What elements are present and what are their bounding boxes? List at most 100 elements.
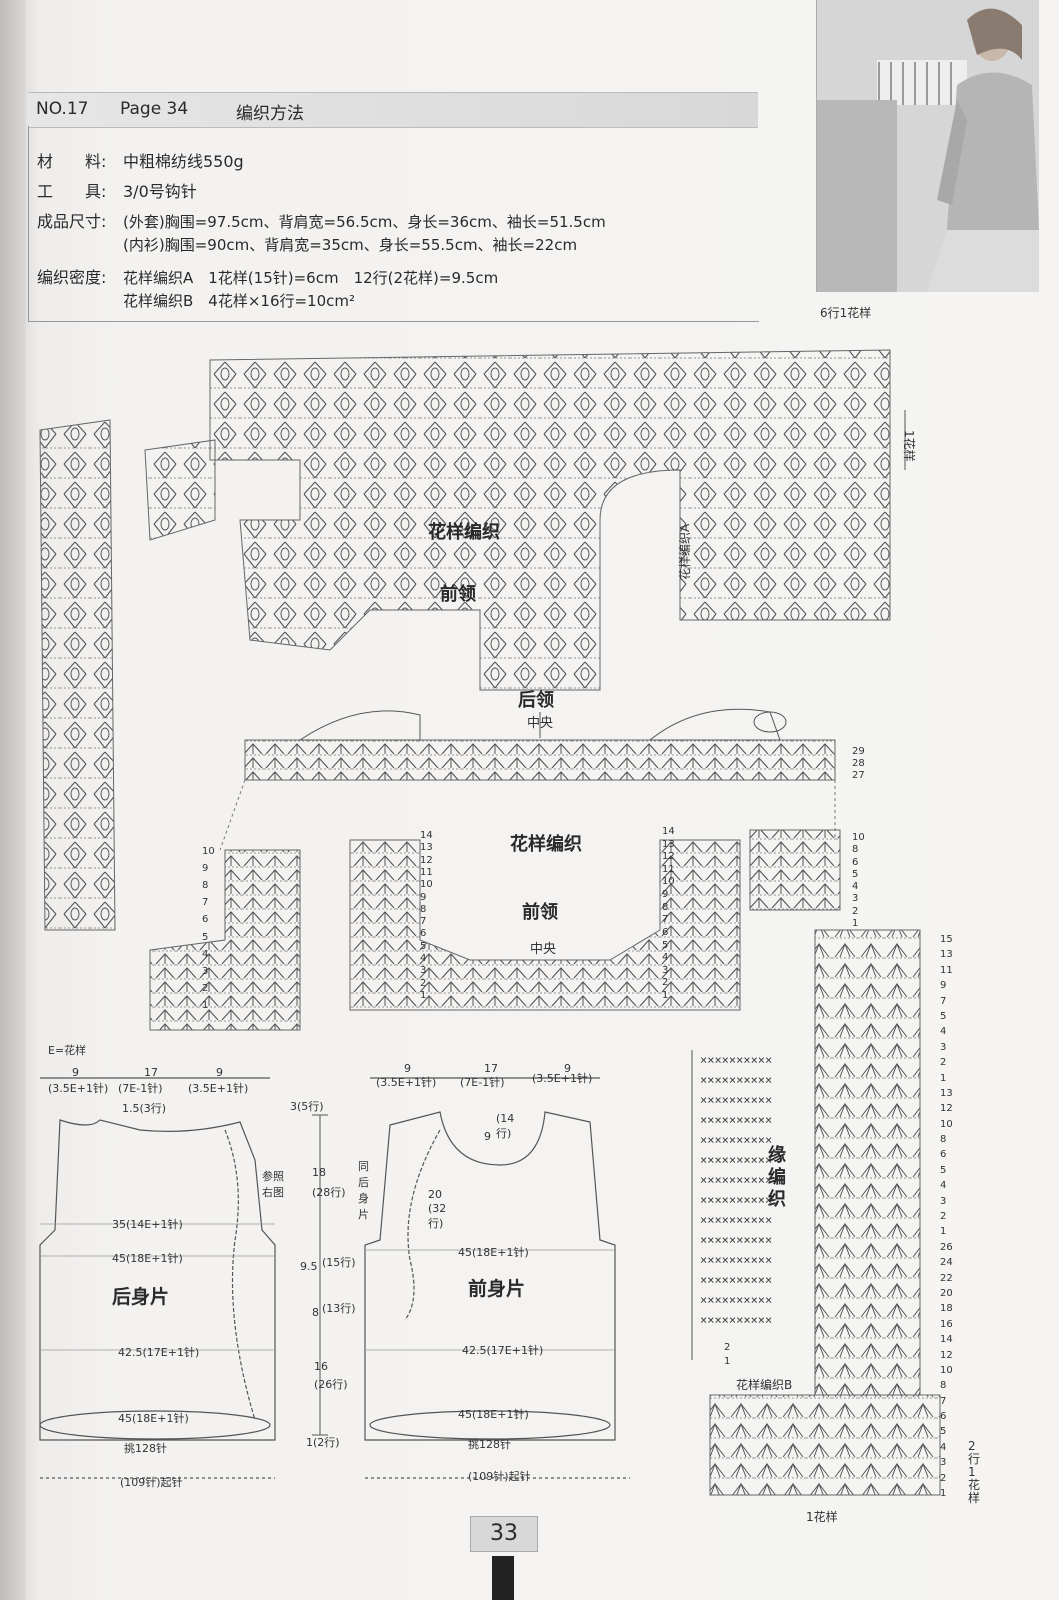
front-dim-top-1: 9 [404, 1062, 411, 1075]
back-body-label: 后身片 [112, 1286, 170, 1308]
row-number: 4 [940, 1441, 947, 1453]
row-number: 1 [852, 918, 859, 929]
back-body-schematic [39, 1077, 276, 1479]
row-number: 2 [724, 1342, 731, 1353]
row-number: 14 [662, 826, 675, 837]
front-dim-top-3: 9 [564, 1062, 571, 1075]
back-dim-top-1: 9 [72, 1066, 79, 1079]
row-number: 3 [940, 1457, 947, 1469]
row-number: 26 [940, 1241, 953, 1253]
side-dim-7: 16 [314, 1360, 328, 1373]
row-number: 12 [940, 1349, 953, 1361]
svg-text:××××××××××: ×××××××××× [700, 1193, 772, 1207]
row-number: 8 [940, 1134, 947, 1146]
back-row-4: 45(18E+1针) [118, 1412, 189, 1425]
row-number: 6 [420, 928, 427, 940]
row-number: 5 [202, 931, 209, 943]
row-number: 28 [852, 758, 865, 769]
row-number: 2 [940, 1057, 947, 1069]
row-number: 12 [420, 854, 433, 866]
row-number: 11 [662, 863, 675, 875]
svg-text:××××××××××: ×××××××××× [700, 1133, 772, 1147]
row-number: 13 [662, 838, 675, 850]
materials-info: 材 料:中粗棉纺线550g 工 具:3/0号钩针 成品尺寸:(外套)胸围=97.… [28, 126, 759, 322]
svg-text:××××××××××: ×××××××××× [700, 1253, 772, 1267]
row-number: 5 [420, 940, 427, 952]
collar-lace-diagram [39, 349, 906, 931]
svg-text:××××××××××: ×××××××××× [700, 1153, 772, 1167]
row-number: 10 [202, 846, 215, 857]
row-number: 13 [940, 1087, 953, 1099]
row-number: 4 [940, 1180, 947, 1192]
side-dim-9: 1(2行) [306, 1436, 340, 1449]
page-reference: Page 34 [120, 99, 189, 119]
front-dim-sub-2: (7E-1针) [460, 1076, 505, 1089]
row-number: 4 [420, 953, 427, 965]
back-dim-sub-1: (3.5E+1针) [48, 1082, 109, 1095]
row-number: 2 [940, 1211, 947, 1222]
height-dimension [312, 1114, 328, 1436]
front-collar-diagram [149, 829, 841, 1031]
six-rows-label: 6行1花样 [820, 306, 872, 320]
pattern-a-side-label: 花样编织A [678, 523, 692, 580]
front-20-rows: (32行) [428, 1202, 447, 1230]
row-number: 13 [420, 842, 433, 854]
row-number: 15 [940, 934, 953, 945]
row-number: 6 [202, 914, 209, 926]
row-number: 4 [662, 952, 669, 964]
center-label-1: 中央 [527, 716, 554, 731]
row-number: 6 [940, 1149, 947, 1161]
row-number: 7 [662, 914, 669, 926]
instruction-header: NO.17 Page 34 编织方法 [28, 92, 758, 128]
row-number: 8 [662, 901, 669, 913]
row-number: 5 [662, 939, 669, 951]
back-row-3: 42.5(17E+1针) [118, 1346, 200, 1359]
back-dim-sub-3: (3.5E+1针) [188, 1082, 249, 1095]
row-number: 4 [940, 1026, 947, 1038]
back-dim-top-2: 17 [144, 1066, 158, 1079]
side-dim-6: (13行) [322, 1302, 356, 1315]
pattern-label-top: 花样编织 [428, 522, 500, 543]
center-label-2: 中央 [530, 942, 557, 957]
row-number: 1 [724, 1356, 731, 1367]
side-dim-0: 3(5行) [290, 1100, 324, 1113]
row-number: 2 [202, 982, 209, 994]
row-number: 1 [420, 990, 427, 1001]
back-shoulder: 1.5(3行) [122, 1102, 167, 1115]
row-number: 3 [940, 1041, 947, 1053]
row-number: 9 [940, 980, 947, 992]
row-number: 9 [662, 889, 669, 901]
row-number: 13 [940, 949, 953, 961]
pattern-number: NO.17 [36, 99, 89, 119]
e-pattern-label: E=花样 [48, 1044, 87, 1057]
pattern-b-label: 花样编织B [736, 1378, 793, 1392]
size-row-inner: (内衫)胸围=90cm、背肩宽=35cm、身长=55.5cm、袖长=22cm [123, 236, 578, 254]
row-number: 5 [940, 1010, 947, 1022]
front-same: 同后身片 [358, 1160, 369, 1221]
back-row-1: 35(14E+1针) [112, 1218, 183, 1231]
row-number: 7 [420, 916, 427, 928]
page-tab-marker [492, 1556, 514, 1600]
row-number: 24 [940, 1257, 953, 1269]
row-number: 11 [420, 866, 433, 878]
row-number: 12 [662, 851, 675, 863]
row-number: 8 [852, 844, 859, 856]
side-dim-3: 9.5 [300, 1260, 318, 1273]
front-body-schematic [364, 1077, 630, 1479]
back-cast: 挑128针 [124, 1442, 167, 1455]
row-number: 14 [420, 830, 433, 841]
front-row-2: 42.5(17E+1针) [462, 1344, 544, 1357]
density-row: 编织密度:花样编织A 1花样(15针)=6cm 12行(2花样)=9.5cm [37, 268, 499, 287]
row-number: 2 [420, 977, 427, 989]
row-number: 4 [852, 881, 859, 893]
back-collar-diagram [219, 708, 836, 851]
back-refer: 参照右图 [262, 1170, 284, 1199]
front-body-label: 前身片 [468, 1278, 526, 1300]
row-number: 2 [940, 1472, 947, 1484]
two-rows-label: 2行1花样 [968, 1439, 981, 1505]
row-number: 2 [852, 905, 859, 917]
front-20: 20 [428, 1188, 442, 1201]
row-number: 8 [202, 880, 209, 892]
row-number: 3 [852, 893, 859, 905]
